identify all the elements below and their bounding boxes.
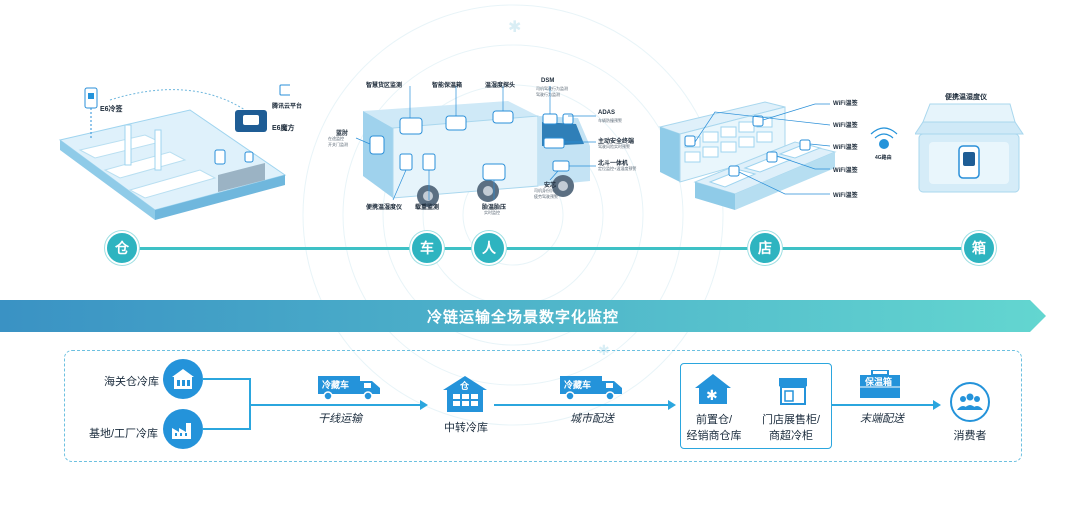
wifi-label-2: WiFi温签 <box>833 123 858 129</box>
store-illustration <box>658 101 898 210</box>
adas-label: ADAS <box>598 110 616 116</box>
wifi-label-3: WiFi温签 <box>833 145 858 151</box>
flow-container <box>64 350 1022 462</box>
anpei-label: 安芯 <box>544 183 557 189</box>
door-label: 蓝肘 <box>336 131 349 137</box>
tire-pressure-label: 胎温胎压 <box>482 205 507 211</box>
dsm-label: DSM <box>541 78 555 84</box>
box-portable-temp-label: 便携温湿度仪 <box>945 94 987 101</box>
trunk-truck-text: 冷藏车 <box>322 380 350 390</box>
cooler-box-illustration <box>914 103 1024 193</box>
consumer-icon <box>948 380 992 424</box>
last-mile-arrow <box>831 400 941 410</box>
last-mile-label: 末端配送 <box>860 413 904 425</box>
city-truck-icon: 冷藏车 <box>560 374 624 402</box>
e6-cube-label: E6魔方 <box>272 125 295 132</box>
temp-probe-label: 温湿度探头 <box>485 83 516 89</box>
city-label: 城市配送 <box>570 413 614 425</box>
load-monitor-label: 载重监测 <box>415 205 440 211</box>
transit-warehouse-icon: 仓 <box>440 374 490 414</box>
timeline-node-box: 箱 <box>962 231 996 265</box>
wifi-label-4: WiFi温签 <box>833 168 858 174</box>
smart-insulation-label: 智能保温箱 <box>432 83 463 89</box>
door-sublabel: 在途监控 开关门监测 <box>328 136 348 147</box>
truck-scene: 智慧货区监测 智能保温箱 温湿度探头 DSM 司机驾驶行为监测 驾驶行为监测 A… <box>328 76 636 226</box>
anpei-sublabel: 司机身份识别 疲劳驾驶预警 <box>534 188 558 199</box>
svg-text:✱: ✱ <box>508 17 521 36</box>
timeline-node-store: 店 <box>748 231 782 265</box>
dsm-sublabel: 司机驾驶行为监测 驾驶行为监测 <box>536 86 568 97</box>
cargo-area-label: 智慧货区监测 <box>366 83 403 89</box>
store-cabinet-label: 门店展售柜/ 商超冷柜 <box>761 414 821 442</box>
title-banner <box>0 300 1046 332</box>
factory-icon <box>163 409 203 449</box>
truck-illustration <box>355 86 596 207</box>
adas-sublabel: 车辆防撞预警 <box>598 118 622 123</box>
box-scene: 便携温湿度仪 <box>914 92 1025 202</box>
wifi-label-1: WiFi温签 <box>833 101 858 107</box>
consumer-label: 消费者 <box>953 430 987 442</box>
insulation-box-text: 保温箱 <box>865 377 893 387</box>
trunk-truck-icon: 冷藏车 <box>318 374 382 402</box>
destination-group <box>680 363 832 449</box>
active-safety-sublabel: 驾驶风险实时预警 <box>598 144 630 149</box>
timeline-node-truck: 车 <box>410 231 444 265</box>
front-warehouse-icon: ✱ <box>693 372 733 406</box>
customs-warehouse-icon <box>163 359 203 399</box>
warehouse-illustration <box>58 84 295 220</box>
banner-title: 冷链运输全场景数字化监控 <box>426 308 619 326</box>
source-customs-label: 海关仓冷库 <box>104 376 159 388</box>
city-arrow <box>494 400 676 410</box>
router-label: 4G路由 <box>875 155 892 161</box>
timeline-node-person: 人 <box>472 231 506 265</box>
beidou-sublabel: 定位监控+温湿度预警 <box>598 166 637 171</box>
trunk-label: 干线运输 <box>318 413 362 425</box>
trunk-arrow <box>250 400 428 410</box>
wifi-label-5: WiFi温签 <box>833 193 858 199</box>
beidou-label: 北斗一体机 <box>598 161 629 167</box>
hub-label: 中转冷库 <box>444 422 488 434</box>
e6-temp-tag-label: E6冷签 <box>100 106 123 113</box>
tire-pressure-sublabel: 实时监控 <box>484 210 500 215</box>
portable-temp-label: 便携温湿度仪 <box>366 205 403 211</box>
hub-icon-text: 仓 <box>460 381 470 391</box>
svg-text:✱: ✱ <box>706 388 718 404</box>
timeline-node-warehouse: 仓 <box>105 231 139 265</box>
store-cabinet-icon <box>776 374 810 406</box>
city-truck-text: 冷藏车 <box>564 380 592 390</box>
front-warehouse-label: 前置仓/ 经销商仓库 <box>686 414 742 442</box>
cloud-platform-label: 腾讯云平台 <box>272 104 303 110</box>
active-safety-label: 主动安全终端 <box>598 139 635 145</box>
svg-text:✱: ✱ <box>598 343 610 359</box>
warehouse-scene: E6冷签 腾讯云平台 E6魔方 <box>50 80 302 220</box>
insulation-box-icon: 保温箱 <box>858 369 902 400</box>
source-factory-label: 基地/工厂冷库 <box>89 428 159 440</box>
timeline-line <box>120 247 980 250</box>
store-scene: WiFi温签 WiFi温签 WiFi温签 WiFi温签 WiFi温签 4G路由 <box>655 92 915 212</box>
